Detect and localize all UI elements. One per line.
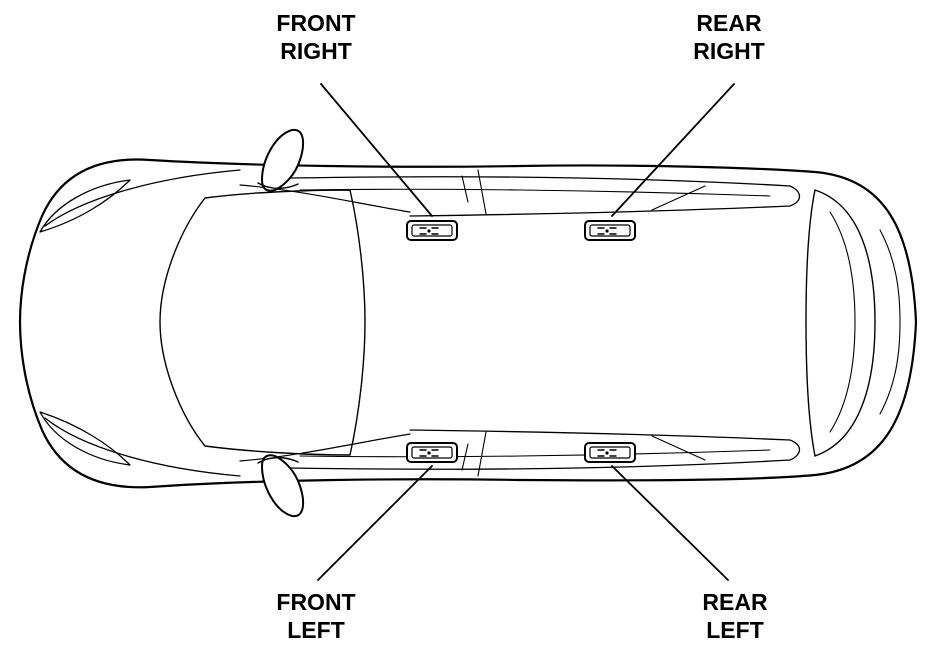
label-rear-left-line1: REAR — [702, 589, 768, 615]
leader-line-front-right — [320, 83, 433, 217]
sensor-front-right — [406, 220, 458, 241]
label-front-right-line1: FRONT — [276, 10, 356, 36]
sensor-rear-left — [584, 442, 636, 463]
label-rear-left-line2: LEFT — [706, 617, 764, 643]
mirror-right-base — [257, 182, 299, 190]
label-rear-right-line1: REAR — [696, 10, 762, 36]
side-line-bottom-outer — [289, 429, 801, 470]
rear-window-inner — [829, 211, 856, 433]
leader-line-front-left — [317, 465, 433, 581]
label-front-left-line1: FRONT — [276, 589, 356, 615]
sensor-front-left — [406, 442, 458, 463]
rear-window — [805, 189, 876, 457]
door-seam-top — [461, 169, 706, 215]
side-line-top-outer — [289, 176, 801, 217]
leader-line-rear-left — [611, 465, 729, 581]
sensor-rear-right — [584, 220, 636, 241]
headlight-right — [39, 179, 131, 233]
hood-crease-top — [44, 169, 241, 227]
hood-line-top — [239, 184, 411, 213]
label-front-right: FRONT RIGHT — [236, 9, 396, 65]
hood-line-bottom — [239, 433, 411, 462]
windshield — [159, 189, 366, 456]
label-rear-right-line2: RIGHT — [693, 38, 765, 64]
car-body-outline — [18, 158, 918, 489]
hood-crease-bottom — [44, 417, 241, 477]
label-front-left-line2: LEFT — [287, 617, 345, 643]
rear-edge-detail — [879, 229, 901, 415]
mirror-left — [261, 454, 305, 518]
label-front-right-line2: RIGHT — [280, 38, 352, 64]
side-line-top-inner — [299, 188, 771, 197]
leader-line-rear-right — [611, 83, 735, 217]
side-line-bottom-inner — [299, 449, 771, 458]
mirror-right — [261, 128, 305, 192]
mirror-left-base — [257, 456, 299, 464]
headlight-left — [39, 411, 131, 466]
label-front-left: FRONT LEFT — [236, 588, 396, 644]
label-rear-right: REAR RIGHT — [649, 9, 809, 65]
label-rear-left: REAR LEFT — [655, 588, 815, 644]
door-seam-bottom — [461, 431, 706, 477]
